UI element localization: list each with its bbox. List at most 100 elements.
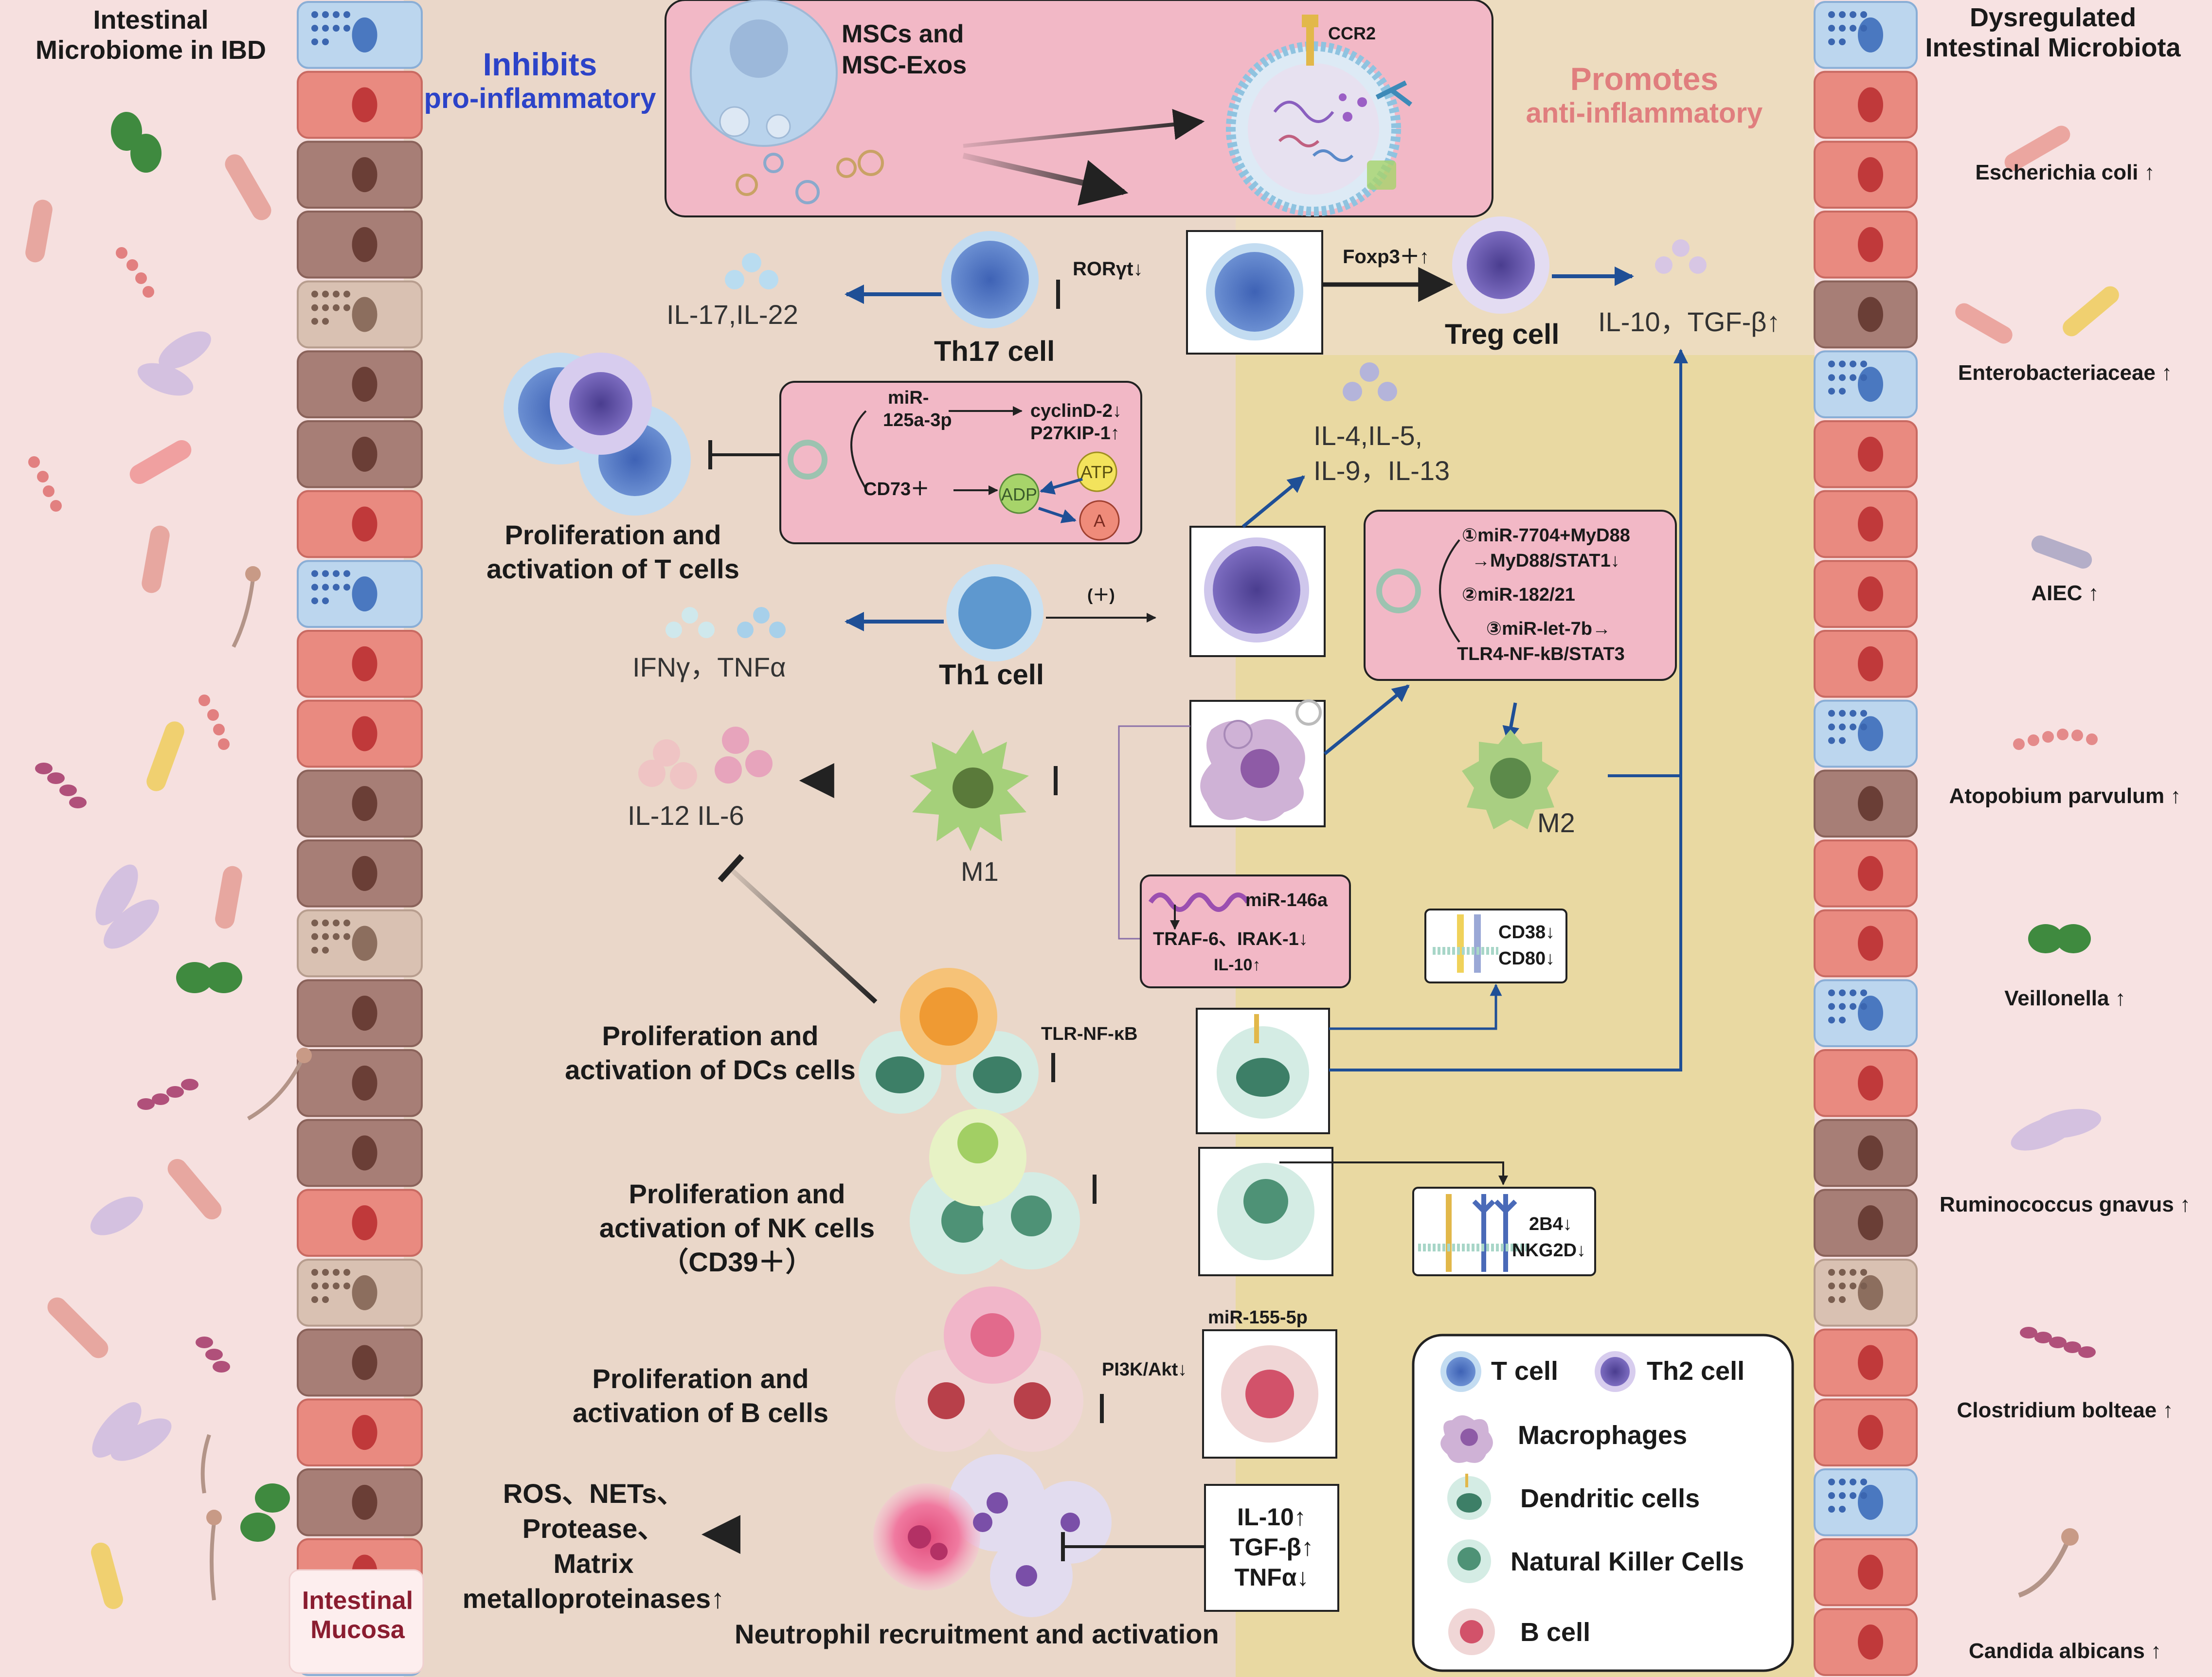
traf6-label: TRAF-6、IRAK-1↓ [1153, 929, 1308, 949]
m1-cell [910, 730, 1029, 851]
granule [322, 318, 329, 325]
plus-label: (＋) [1087, 586, 1115, 605]
tnf-dots [737, 607, 786, 638]
legend-t-cell-label: T cell [1491, 1356, 1559, 1386]
granule [1860, 360, 1867, 368]
microbe-label: Atopobium parvulum ↑ [1949, 784, 2181, 808]
adp-to-a-arrow [1038, 507, 1077, 523]
microbe-label: AIEC ↑ [2031, 581, 2099, 605]
granule [1860, 25, 1867, 32]
granule [1850, 11, 1856, 18]
granule [322, 570, 329, 577]
microbe-label: Ruminococcus gnavus ↑ [1940, 1193, 2191, 1216]
granule [1839, 1003, 1846, 1010]
granule [311, 290, 318, 298]
granule [333, 919, 340, 927]
cd73-label: CD73＋ [863, 479, 930, 500]
granule [1839, 1479, 1846, 1485]
epithelial-nucleus [1858, 996, 1883, 1031]
epithelial-nucleus [352, 157, 378, 193]
ifn-dots [665, 607, 715, 638]
left-epithelium [297, 1, 423, 1676]
granule [311, 1296, 318, 1303]
granule [1828, 25, 1835, 32]
epithelial-nucleus [1858, 1554, 1883, 1590]
granule [1839, 11, 1846, 18]
granule [1850, 374, 1856, 381]
adp-circle [999, 473, 1040, 514]
right-microbiota-panel [1815, 0, 2212, 1677]
granule [343, 304, 350, 311]
m2-cell [1462, 730, 1559, 829]
epithelial-nucleus [1858, 87, 1883, 123]
epithelial-nucleus [352, 436, 378, 472]
il17-dots [725, 253, 778, 289]
granule [1850, 710, 1856, 717]
granule [311, 919, 318, 927]
macro-box-bracket [1439, 539, 1460, 643]
il17-label: IL-17,IL-22 [666, 299, 798, 330]
epithelial-nucleus [1858, 1345, 1883, 1380]
granule [333, 933, 340, 940]
granule [1839, 710, 1846, 717]
granule [1860, 1003, 1867, 1010]
granule [311, 1283, 318, 1289]
epithelial-nucleus [352, 1065, 378, 1101]
cd38-label: CD38↓CD80↓ [1498, 922, 1555, 969]
th2-cell-icon [1595, 1351, 1636, 1392]
il4-dots [1343, 362, 1397, 401]
granule [311, 570, 318, 577]
granule [322, 1269, 329, 1276]
pro-inflammatory-label: pro-inflammatory [424, 83, 656, 114]
granule [1828, 1003, 1835, 1010]
foxp3-label: Foxp3＋↑ [1343, 246, 1429, 268]
microbe-label: Escherichia coli ↑ [1975, 161, 2155, 184]
msc-arrow-2 [962, 153, 1129, 206]
mucosa-label-box [288, 1569, 424, 1674]
epithelial-nucleus [352, 297, 378, 332]
granule [1828, 360, 1835, 368]
epithelial-nucleus [1858, 926, 1883, 961]
granule [1828, 11, 1835, 18]
granule [322, 597, 329, 605]
granule [1860, 1479, 1867, 1485]
granule [333, 1283, 340, 1289]
granule [1839, 1017, 1846, 1024]
granule [322, 38, 329, 45]
rorgt-label: RORγt↓ [1073, 258, 1143, 280]
epithelial-nucleus [1858, 227, 1883, 262]
th17-cell [941, 231, 1039, 328]
neutrophil-cluster [873, 1454, 1112, 1617]
epithelial-nucleus [1858, 157, 1883, 193]
granule [1839, 1283, 1846, 1289]
mirna-strand-icon [1148, 892, 1250, 912]
epithelial-nucleus [352, 786, 378, 821]
granule [1850, 723, 1856, 731]
granule [1828, 1492, 1835, 1499]
granule [343, 25, 350, 32]
epithelial-nucleus [352, 227, 378, 262]
epithelial-nucleus [1858, 716, 1883, 751]
treg-cell [1452, 216, 1549, 314]
epithelial-nucleus [352, 996, 378, 1031]
granule [1828, 1283, 1835, 1289]
epithelial-nucleus [352, 506, 378, 542]
epithelial-nucleus [1858, 297, 1883, 332]
legend-macrophage-label: Macrophages [1518, 1421, 1688, 1450]
treg-label: Treg cell [1445, 319, 1560, 350]
granule [322, 290, 329, 298]
granule [1839, 25, 1846, 32]
granule [1828, 723, 1835, 731]
il10-tgf-label: IL-10，TGF-β↑ [1598, 306, 1780, 337]
epithelial-nucleus [352, 1275, 378, 1310]
granule [343, 1283, 350, 1289]
epithelial-nucleus [1858, 1484, 1883, 1520]
epithelial-nucleus [1858, 856, 1883, 891]
granule [1850, 1492, 1856, 1499]
b-cell-icon [1448, 1608, 1495, 1655]
mir155-label: miR-155-5p [1208, 1307, 1308, 1328]
granule [1850, 360, 1856, 368]
epithelial-nucleus [1858, 1415, 1883, 1450]
